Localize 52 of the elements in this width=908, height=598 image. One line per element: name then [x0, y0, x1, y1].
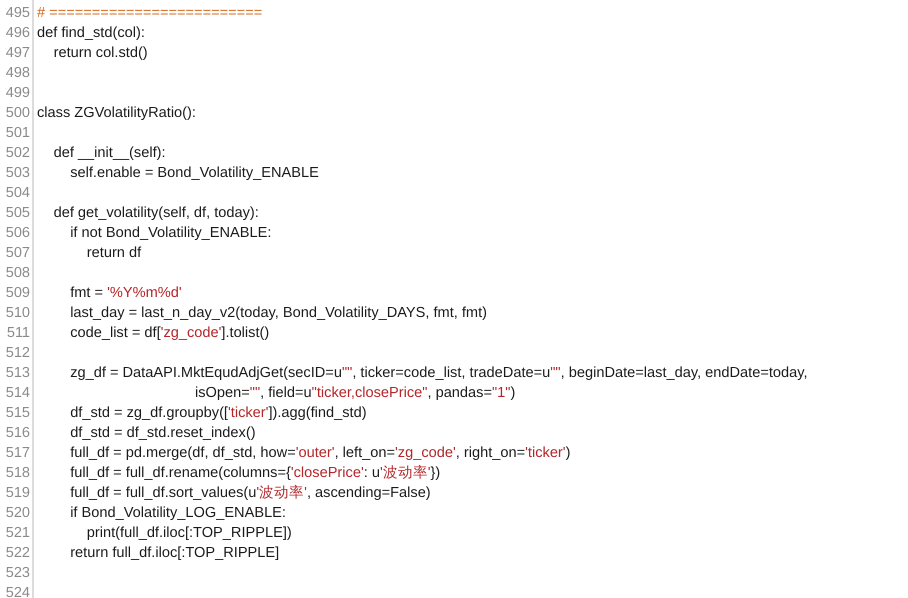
code-line: def get_volatility(self, df, today): — [54, 204, 259, 222]
line-number: 497 — [4, 44, 30, 62]
line-number: 521 — [4, 524, 30, 542]
code-line: print(full_df.iloc[:TOP_RIPPLE]) — [86, 524, 292, 542]
line-number: 506 — [4, 224, 30, 242]
code-line: if Bond_Volatility_LOG_ENABLE: — [70, 504, 286, 522]
code-line: def __init__(self): — [54, 144, 166, 162]
line-number: 496 — [4, 24, 30, 42]
line-number: 498 — [4, 64, 30, 82]
line-number: 510 — [4, 304, 30, 322]
code-line: if not Bond_Volatility_ENABLE: — [70, 224, 272, 242]
line-number: 500 — [4, 104, 30, 122]
code-line: full_df = full_df.rename(columns={'closePrice': u'波动率'}) — [70, 464, 440, 482]
line-number: 513 — [4, 364, 30, 382]
line-number: 519 — [4, 484, 30, 502]
line-number: 508 — [4, 264, 30, 282]
code-line: self.enable = Bond_Volatility_ENABLE — [70, 164, 319, 182]
line-number: 524 — [4, 584, 30, 598]
code-line: return df — [86, 244, 142, 262]
code-line: # ========================= — [37, 4, 262, 22]
line-number: 509 — [4, 284, 30, 302]
line-number: 518 — [4, 464, 30, 482]
code-line: def find_std(col): — [37, 24, 145, 42]
line-number: 517 — [4, 444, 30, 462]
code-line: zg_df = DataAPI.MktEqudAdjGet(secID=u"", ticker=code_list, tradeDate=u"", beginDate=last_day, endDate=today, — [70, 364, 808, 382]
code-line: df_std = df_std.reset_index() — [70, 424, 256, 442]
code-line: return full_df.iloc[:TOP_RIPPLE] — [70, 544, 280, 562]
code-line: full_df = full_df.sort_values(u'波动率', ascending=False) — [70, 484, 431, 502]
code-line: full_df = pd.merge(df, df_std, how='outer', left_on='zg_code', right_on='ticker') — [70, 444, 570, 462]
line-number: 504 — [4, 184, 30, 202]
line-number: 512 — [4, 344, 30, 362]
line-number: 523 — [4, 564, 30, 582]
line-number: 516 — [4, 424, 30, 442]
line-number: 514 — [4, 384, 30, 402]
line-number: 505 — [4, 204, 30, 222]
code-line: isOpen="", field=u"ticker,closePrice", pandas="1") — [195, 384, 516, 402]
line-number: 511 — [6, 324, 30, 342]
line-number: 520 — [4, 504, 30, 522]
line-number: 495 — [4, 4, 30, 22]
code-line: class ZGVolatilityRatio(): — [37, 104, 196, 122]
code-line: last_day = last_n_day_v2(today, Bond_Volatility_DAYS, fmt, fmt) — [70, 304, 487, 322]
line-number: 503 — [4, 164, 30, 182]
code-line: fmt = '%Y%m%d' — [70, 284, 182, 302]
line-number: 499 — [4, 84, 30, 102]
line-number: 502 — [4, 144, 30, 162]
line-number: 507 — [4, 244, 30, 262]
code-line: code_list = df['zg_code'].tolist() — [70, 324, 270, 342]
code-line: return col.std() — [54, 44, 148, 62]
line-number: 515 — [4, 404, 30, 422]
code-line: df_std = zg_df.groupby(['ticker']).agg(find_std) — [70, 404, 367, 422]
line-number: 501 — [4, 124, 30, 142]
line-number: 522 — [4, 544, 30, 562]
